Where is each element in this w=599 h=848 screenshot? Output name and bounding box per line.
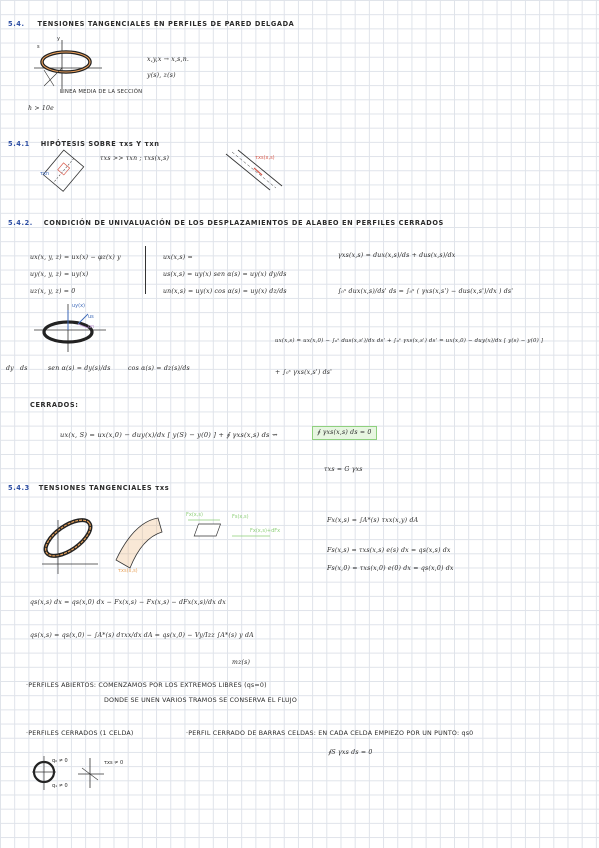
fs-at-0: Fs(x,0) = τxs(x,0) e(0) dx = qs(x,0) dx: [327, 565, 454, 572]
section-title: HIPÓTESIS SOBRE τxs Y τxn: [40, 140, 160, 148]
hipotesis-statement: τxs >> τxn ; τxs(x,s): [100, 155, 170, 162]
fs-label: Fs(x,s): [232, 514, 249, 520]
section-number: 5.4.3: [8, 484, 30, 492]
section-heading-5-4-1: 5.4.1 HIPÓTESIS SOBRE τxs Y τxn: [8, 141, 160, 148]
uy-label: uy(x): [72, 303, 85, 309]
sen-alpha: sen α(s) = dy(s)/ds: [48, 365, 111, 372]
un-xs: un(x,s) = uy(x) cos α(s) = uy(x) dz/ds: [163, 288, 287, 295]
section-title: TENSIONES TANGENCIALES τxs: [38, 484, 170, 492]
uy-displacement: uy(x, y, z) = uy(x): [30, 271, 89, 278]
tau-xs-flow-label: τxs(x,s): [118, 568, 138, 574]
closed-cell-flow-diagram: [32, 756, 104, 790]
thickness-ratio: h > 10e: [28, 105, 55, 112]
closed-one-cell: ·PERFILES CERRADOS (1 CELDA): [26, 730, 134, 737]
section-heading-5-4-2: 5.4.2. CONDICIÓN DE UNIVALUACIÓN DE LOS …: [8, 220, 444, 227]
section-with-displacements-diagram: [34, 304, 106, 352]
ux-result-tail: + ∫₀ˢ γxs(x,s') ds': [275, 369, 333, 376]
linea-media-label: LINEA MEDIA DE LA SECCIÓN: [60, 89, 143, 95]
section-number: 5.4.2.: [8, 219, 33, 227]
section-number: 5.4.1: [8, 140, 30, 148]
ux-result: ux(x,s) = ux(x,0) − ∫₀ˢ dus(x,s')/dx ds'…: [275, 338, 544, 344]
open-profiles-rule: ·PERFILES ABIERTOS: COMENZAMOS POR LOS E…: [26, 682, 267, 689]
fs-at-s: Fs(x,s) = τxs(x,s) e(s) dx = qs(x,s) dx: [327, 547, 451, 554]
shear-flow-equation: qs(x,s) = qs(x,0) − ∫A*(s) dτxx/dx dA = …: [30, 632, 254, 639]
cerrados-label: CERRADOS:: [30, 401, 79, 409]
flow-balance-equation: qs(x,s) dx = qs(x,0) dx − Fx(x,s) − Fx(x…: [30, 599, 226, 606]
txs-label: τxs ≠ 0: [104, 760, 124, 766]
y-z-of-s: y(s), z(s): [147, 72, 176, 79]
divider: [145, 246, 146, 294]
fx-label: Fx(x,s): [186, 512, 203, 518]
ux-xs: ux(x,s) =: [163, 254, 193, 261]
q1-label: q₁ ≠ 0: [52, 783, 68, 789]
gamma-xs-definition: γxs(x,s) = dux(x,s)/ds + dus(x,s)/dx: [338, 252, 456, 259]
dy-label: dy: [6, 365, 14, 372]
flow-conservation-rule: DONDE SE UNEN VARIOS TRAMOS SE CONSERVA …: [104, 697, 297, 704]
wall-strip-diagram: [225, 149, 283, 191]
ds-label: ds: [20, 365, 28, 372]
section-heading-5-4: 5.4. TENSIONES TANGENCIALES EN PERFILES …: [8, 21, 294, 28]
section-title: CONDICIÓN DE UNIVALUACIÓN DE LOS DESPLAZ…: [43, 219, 444, 227]
ux-displacement: ux(x, y, z) = ux(x) − φz(x) y: [30, 254, 121, 261]
uz-displacement: uz(x, y, z) = 0: [30, 288, 76, 295]
cos-alpha: cos α(s) = dz(s)/ds: [128, 365, 190, 372]
fx-integral: Fx(x,s) = ∫A*(s) τxx(x,y) dA: [327, 517, 419, 524]
tau-g-gamma: τxs = G γxs: [324, 466, 363, 473]
section-number: 5.4.: [8, 20, 25, 28]
axis-label-y: y: [57, 36, 60, 42]
section-title: TENSIONES TANGENCIALES EN PERFILES DE PA…: [37, 20, 295, 28]
coords-transform: x,y,x → x,s,n.: [147, 56, 190, 63]
closed-compatibility-box: ∮ γxs(x,s) ds = 0: [312, 426, 377, 441]
dy-ds-label: dy ds: [6, 365, 28, 372]
axis-label-s: s: [37, 44, 40, 50]
tau-xn-label: τxn: [40, 171, 50, 177]
integral-equation: ∫₀ˢ dux(x,s)/ds' ds = ∫₀ˢ ( γxs(x,s') − …: [338, 288, 514, 295]
us-label: us: [88, 314, 94, 320]
beam-section-flow-diagram: [42, 517, 270, 574]
closed-multi-cell: ·PERFIL CERRADO DE BARRAS CELDAS: EN CAD…: [186, 730, 474, 737]
section-heading-5-4-3: 5.4.3 TENSIONES TANGENCIALES τxs: [8, 485, 169, 492]
static-moment-label: mz(s): [232, 659, 251, 666]
fx-plus-dfx-label: Fx(x,s)+dFx: [250, 528, 281, 534]
q0-label: q₀ ≠ 0: [52, 758, 68, 764]
wall-element-diagram: [42, 149, 85, 192]
tau-xs-label: τxs(x,s): [255, 155, 275, 161]
thin-wall-section-diagram: [34, 40, 102, 92]
us-xs: us(x,s) = uy(x) sen α(s) = uy(x) dy/ds: [163, 271, 287, 278]
cerrados-equation: ux(x, S) = ux(x,0) − duy(x)/dx [ y(S) − …: [60, 431, 278, 439]
un-label: un: [88, 324, 95, 330]
ring-compatibility: ∮S γxs ds = 0: [328, 749, 373, 756]
